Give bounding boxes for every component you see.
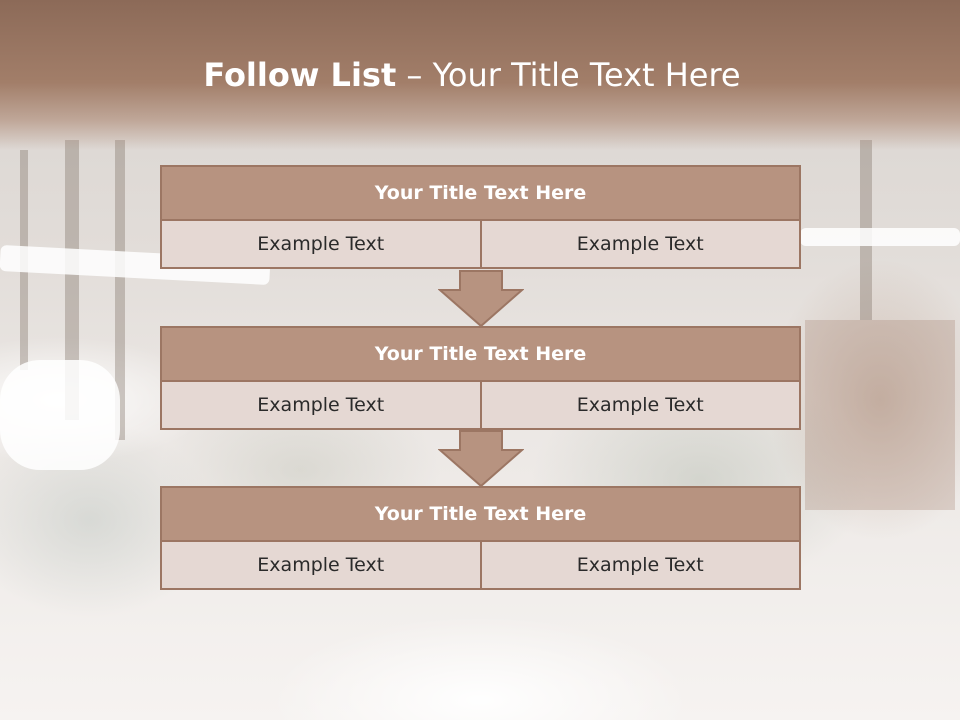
step-cell-right: Example Text [481,221,801,269]
tree-trunk [65,140,79,420]
snow-roof [800,228,960,246]
snow-mound [0,360,120,470]
step-cell-right: Example Text [481,382,801,430]
down-arrow-icon [438,430,524,488]
title-bold: Follow List [203,56,397,94]
step-block-1: Your Title Text Here Example Text Exampl… [160,165,801,269]
title-header-band [0,0,960,150]
title-rest: Your Title Text Here [432,56,741,94]
step-cell-left: Example Text [160,542,482,590]
step-block-3: Your Title Text Here Example Text Exampl… [160,486,801,590]
step-row: Example Text Example Text [160,382,801,430]
step-block-2: Your Title Text Here Example Text Exampl… [160,326,801,430]
step-row: Example Text Example Text [160,542,801,590]
title-separator: – [406,56,423,94]
step-cell-left: Example Text [160,382,482,430]
step-cell-left: Example Text [160,221,482,269]
tree-trunk [115,140,125,440]
down-arrow-icon [438,270,524,328]
step-title: Your Title Text Here [160,165,801,221]
step-row: Example Text Example Text [160,221,801,269]
slide-title: Follow List – Your Title Text Here [0,56,944,94]
step-title: Your Title Text Here [160,486,801,542]
step-cell-right: Example Text [481,542,801,590]
step-title: Your Title Text Here [160,326,801,382]
cabin-wall [805,320,955,510]
